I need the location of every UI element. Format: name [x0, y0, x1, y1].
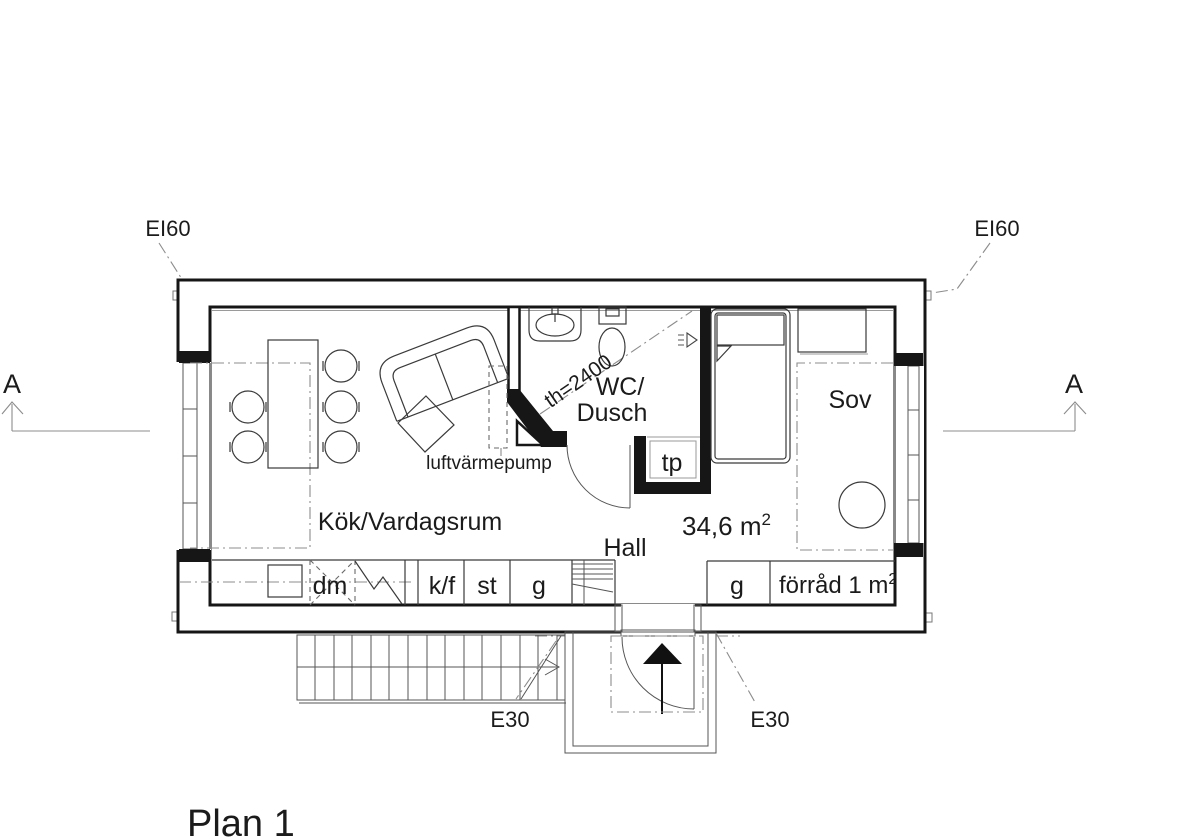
entrance-opening: [614, 604, 702, 637]
wc-door-swing: [566, 444, 631, 509]
drawing-title: Plan 1: [187, 803, 295, 839]
shower-corner-symbol: [515, 418, 547, 447]
wc-east-wall: [700, 307, 711, 494]
fixture-label-st: st: [477, 572, 497, 600]
heat-pump-unit: [488, 365, 508, 456]
room-label-bedroom: Sov: [828, 386, 872, 414]
fire-door-leader-left: [515, 640, 557, 700]
chair: [322, 390, 360, 424]
tp-niche-wall: [634, 482, 711, 494]
right-window: [894, 353, 924, 557]
room-label-kitchen-living: Kök/Vardagsrum: [318, 508, 502, 536]
door-jamb: [614, 604, 623, 632]
blanket-fold: [716, 345, 733, 363]
dresser: [797, 308, 868, 355]
fire-rating-label: E30: [750, 707, 789, 732]
fire-door-leader-right: [715, 632, 757, 705]
coffee-table: [397, 395, 455, 453]
window-jamb: [179, 351, 210, 363]
tp-niche-wall: [634, 436, 646, 494]
fire-rating-label: EI60: [145, 216, 190, 241]
chair: [322, 349, 360, 383]
arrow-up-icon: [643, 643, 682, 664]
section-letter: A: [1065, 369, 1083, 399]
section-marker-left: [1, 401, 150, 432]
entry-direction-arrow: [643, 643, 682, 714]
section-marker-right: [943, 401, 1087, 432]
fixture-label-g-kitchen: g: [532, 572, 546, 600]
chair: [322, 430, 360, 464]
loft-ladder: [571, 560, 614, 605]
door-jamb: [693, 604, 702, 632]
loft-region-kitchen: [190, 362, 311, 549]
fire-rating-label: EI60: [974, 216, 1019, 241]
left-window: [176, 351, 211, 562]
sofa: [379, 325, 510, 422]
room-label-hall: Hall: [603, 534, 646, 562]
fixture-label-kf: k/f: [429, 572, 455, 600]
stair-arrow-icon: [544, 658, 561, 676]
fire-line-leader-left: [158, 242, 186, 285]
bathroom-sink: [528, 307, 582, 342]
exterior-stairs: [296, 634, 566, 704]
room-label-wc-line2: Dusch: [577, 399, 648, 427]
entry-door-swing: [621, 636, 695, 710]
room-label-wc-line1: WC/: [596, 373, 645, 401]
loft-region-bedroom: [796, 362, 893, 551]
storage-label: förråd 1 m2: [779, 571, 897, 599]
section-arrow-up-icon: [1, 401, 24, 415]
wc-chamfer-wall: [507, 389, 567, 447]
fixture-label-dm: dm: [313, 572, 348, 600]
heat-pump-label: luftvärmepump: [426, 453, 552, 474]
fixture-label-tp: tp: [662, 449, 683, 477]
area-label: 34,6 m2: [682, 510, 771, 541]
canopy-outline: [610, 635, 704, 713]
fire-line-leader-right: [931, 242, 991, 294]
section-letter: A: [3, 369, 21, 399]
supply-air-icon: [678, 331, 698, 349]
stair-cut-line: [520, 635, 562, 700]
stool: [838, 481, 886, 529]
pillow: [716, 314, 785, 346]
chair: [229, 390, 267, 424]
counter-break-line: [354, 560, 403, 605]
ceiling-height-line: [539, 310, 693, 415]
wc-walls: [507, 305, 711, 494]
dining-table-group: [229, 339, 360, 469]
window-jamb: [895, 353, 923, 366]
fire-rating-label: E30: [490, 707, 529, 732]
bed: [710, 308, 791, 464]
hall-cabinets: [706, 560, 895, 605]
section-arrow-up-icon: [1063, 401, 1087, 415]
kitchen-sink: [267, 564, 303, 598]
dining-table: [267, 339, 319, 469]
laundry-tower-unit: [649, 440, 697, 479]
fixture-label-g-hall: g: [730, 572, 744, 600]
window-jamb: [895, 543, 923, 557]
toilet: [598, 306, 627, 367]
window-jamb: [179, 549, 210, 562]
chair: [229, 430, 267, 464]
kitchen-counter: [212, 559, 616, 606]
porch-deck: [564, 631, 717, 754]
faucet-icon: [551, 307, 559, 322]
